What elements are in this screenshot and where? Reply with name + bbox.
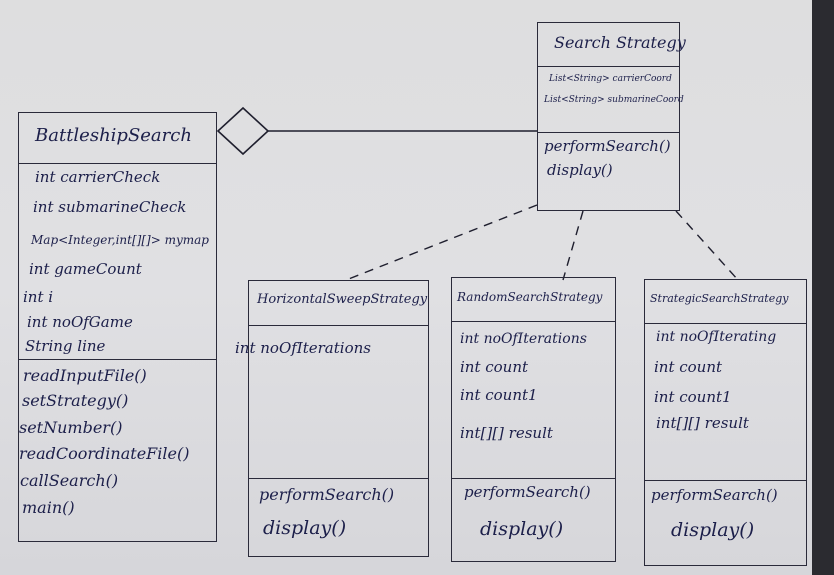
method: performSearch() [651, 486, 778, 504]
method: callSearch() [20, 471, 119, 490]
attribute: List<String> submarineCoord [544, 95, 684, 105]
method: display() [263, 517, 347, 539]
method: performSearch() [259, 485, 395, 504]
attribute: String line [25, 337, 106, 355]
attributes-section: List<String> carrierCoord List<String> s… [538, 66, 684, 132]
class-name-section: StrategicSearchStrategy [645, 280, 806, 323]
attribute: int count [654, 358, 723, 376]
methods-section: performSearch() display() [452, 478, 615, 561]
attribute: int noOfIterations [235, 339, 371, 357]
attribute: int[][] result [656, 414, 749, 432]
class-name-section: Search Strategy [538, 23, 686, 66]
attribute: int carrierCheck [35, 168, 161, 186]
method: performSearch() [544, 137, 671, 155]
attribute: int count1 [460, 386, 538, 404]
method: display() [480, 518, 564, 540]
search-strategy-class: Search Strategy List<String> carrierCoor… [537, 22, 686, 211]
methods-section: readInputFile() setStrategy() setNumber(… [19, 359, 216, 541]
table-edge [812, 0, 834, 575]
method: setStrategy() [22, 391, 129, 410]
paper-sheet [0, 0, 812, 575]
attribute: int i [23, 288, 54, 306]
method: readCoordinateFile() [19, 444, 190, 463]
class-name-section: RandomSearchStrategy [452, 278, 615, 321]
attribute: List<String> carrierCoord [549, 74, 672, 84]
methods-section: performSearch() display() [538, 132, 679, 210]
class-name-section: BattleshipSearch [19, 113, 216, 163]
methods-section: performSearch() display() [249, 478, 428, 556]
attributes-section: int noOfIterations [235, 325, 428, 478]
class-name: Search Strategy [554, 33, 686, 52]
realization-line-random [562, 210, 584, 281]
attributes-section: int noOfIterations int count int count1 … [452, 321, 615, 478]
attributes-section: int carrierCheck int submarineCheck Map<… [19, 163, 216, 359]
strategic-search-strategy-class: StrategicSearchStrategy int noOfIteratin… [644, 279, 807, 566]
class-name: RandomSearchStrategy [457, 290, 603, 304]
attribute: int gameCount [29, 260, 142, 278]
attribute: int count1 [654, 388, 732, 406]
methods-section: performSearch() display() [645, 480, 806, 565]
realization-line-horizontal [345, 204, 538, 281]
attribute: int count [460, 358, 529, 376]
class-name: StrategicSearchStrategy [650, 292, 789, 305]
class-name-section: HorizontalSweepStrategy [249, 281, 428, 325]
method: performSearch() [464, 483, 591, 501]
class-name: BattleshipSearch [35, 125, 192, 146]
method: setNumber() [19, 418, 123, 437]
attribute: int noOfIterating [656, 329, 777, 345]
method: display() [671, 519, 755, 541]
realization-line-strategic [675, 210, 739, 281]
attribute: int submarineCheck [33, 198, 187, 216]
method: readInputFile() [23, 366, 147, 385]
random-search-strategy-class: RandomSearchStrategy int noOfIterations … [451, 277, 616, 562]
aggregation-diamond [216, 106, 270, 156]
battleship-search-class: BattleshipSearch int carrierCheck int su… [18, 112, 217, 542]
attribute: int[][] result [460, 424, 553, 442]
attribute: int noOfIterations [460, 331, 587, 347]
attribute: int noOfGame [27, 313, 133, 331]
method: display() [547, 161, 613, 179]
attributes-section: int noOfIterating int count int count1 i… [645, 323, 806, 480]
method: main() [22, 498, 75, 517]
class-name: HorizontalSweepStrategy [257, 292, 428, 307]
attribute: Map<Integer,int[][]> mymap [31, 233, 209, 247]
horizontal-sweep-strategy-class: HorizontalSweepStrategy int noOfIteratio… [235, 280, 429, 557]
